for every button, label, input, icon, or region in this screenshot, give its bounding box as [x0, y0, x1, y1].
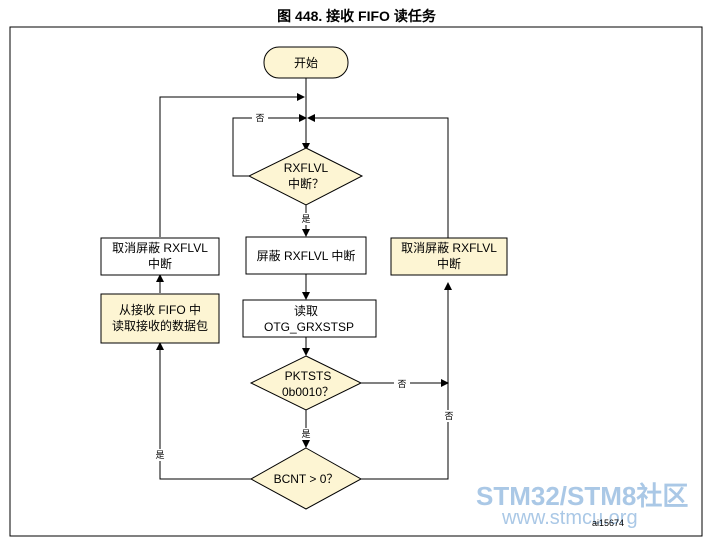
- watermark-brand: STM32/STM8社区: [476, 481, 688, 511]
- figure-id-label: ai15674: [592, 518, 624, 528]
- node-start-label: 开始: [294, 56, 318, 70]
- figure-frame: [9, 26, 703, 537]
- label-pktsts-no: 否: [397, 379, 406, 389]
- node-unmask-right: 取消屏蔽 RXFLVL 中断: [390, 237, 508, 276]
- node-start: 开始: [263, 46, 349, 79]
- node-read-packet-label-2: 读取接收的数据包: [112, 318, 208, 333]
- node-rxflvl-decision: RXFLVL 中断？: [247, 147, 364, 206]
- node-read-label-2: OTG_GRXSTSP: [264, 320, 354, 334]
- label-pktsts-yes: 是: [301, 429, 310, 439]
- node-unmask-right-label-2: 中断: [437, 256, 461, 271]
- node-pktsts-decision: PKTSTS 0b0010？: [249, 355, 363, 411]
- node-mask-label: 屏蔽 RXFLVL 中断: [257, 248, 356, 263]
- node-read-grxstsp: 读取 OTG_GRXSTSP: [242, 299, 377, 338]
- edge-right-return: [307, 114, 449, 238]
- node-read-label-1: 读取: [294, 304, 318, 318]
- figure-title: 图 448. 接收 FIFO 读任务: [277, 8, 436, 24]
- node-unmask-left-label-2: 中断: [148, 256, 172, 271]
- node-pktsts-label-2: 0b0010？: [282, 385, 334, 399]
- edge-left-return: [159, 93, 305, 237]
- node-unmask-right-label-1: 取消屏蔽 RXFLVL: [401, 241, 497, 255]
- node-unmask-left: 取消屏蔽 RXFLVL 中断: [100, 237, 220, 276]
- node-mask-rxflvl: 屏蔽 RXFLVL 中断: [245, 236, 367, 275]
- node-pktsts-label-1: PKTSTS: [285, 369, 332, 383]
- edge-rxflvl-no: [232, 114, 307, 177]
- connectors: [156, 78, 452, 480]
- edge-bcnt-yes: [156, 342, 251, 480]
- node-unmask-left-label-1: 取消屏蔽 RXFLVL: [112, 241, 208, 255]
- node-bcnt-label: BCNT > 0？: [274, 472, 339, 486]
- node-read-packet: 从接收 FIFO 中 读取接收的数据包: [100, 293, 220, 344]
- label-bcnt-yes: 是: [155, 450, 164, 460]
- label-rxflvl-no: 否: [255, 113, 264, 123]
- label-rxflvl-yes: 是: [301, 214, 310, 224]
- watermark-url: www.stmcu.org: [501, 507, 638, 529]
- label-pktsts-right-no: 否: [444, 411, 453, 421]
- watermark: STM32/STM8社区 www.stmcu.org: [476, 481, 688, 529]
- node-read-packet-label-1: 从接收 FIFO 中: [119, 302, 201, 317]
- edge-labels: 否 是 否 否 是 是: [152, 112, 457, 461]
- node-rxflvl-label-1: RXFLVL: [284, 161, 329, 175]
- node-bcnt-decision: BCNT > 0？: [249, 447, 363, 510]
- node-rxflvl-label-2: 中断？: [288, 176, 324, 191]
- edge-bcnt-no: [361, 282, 452, 480]
